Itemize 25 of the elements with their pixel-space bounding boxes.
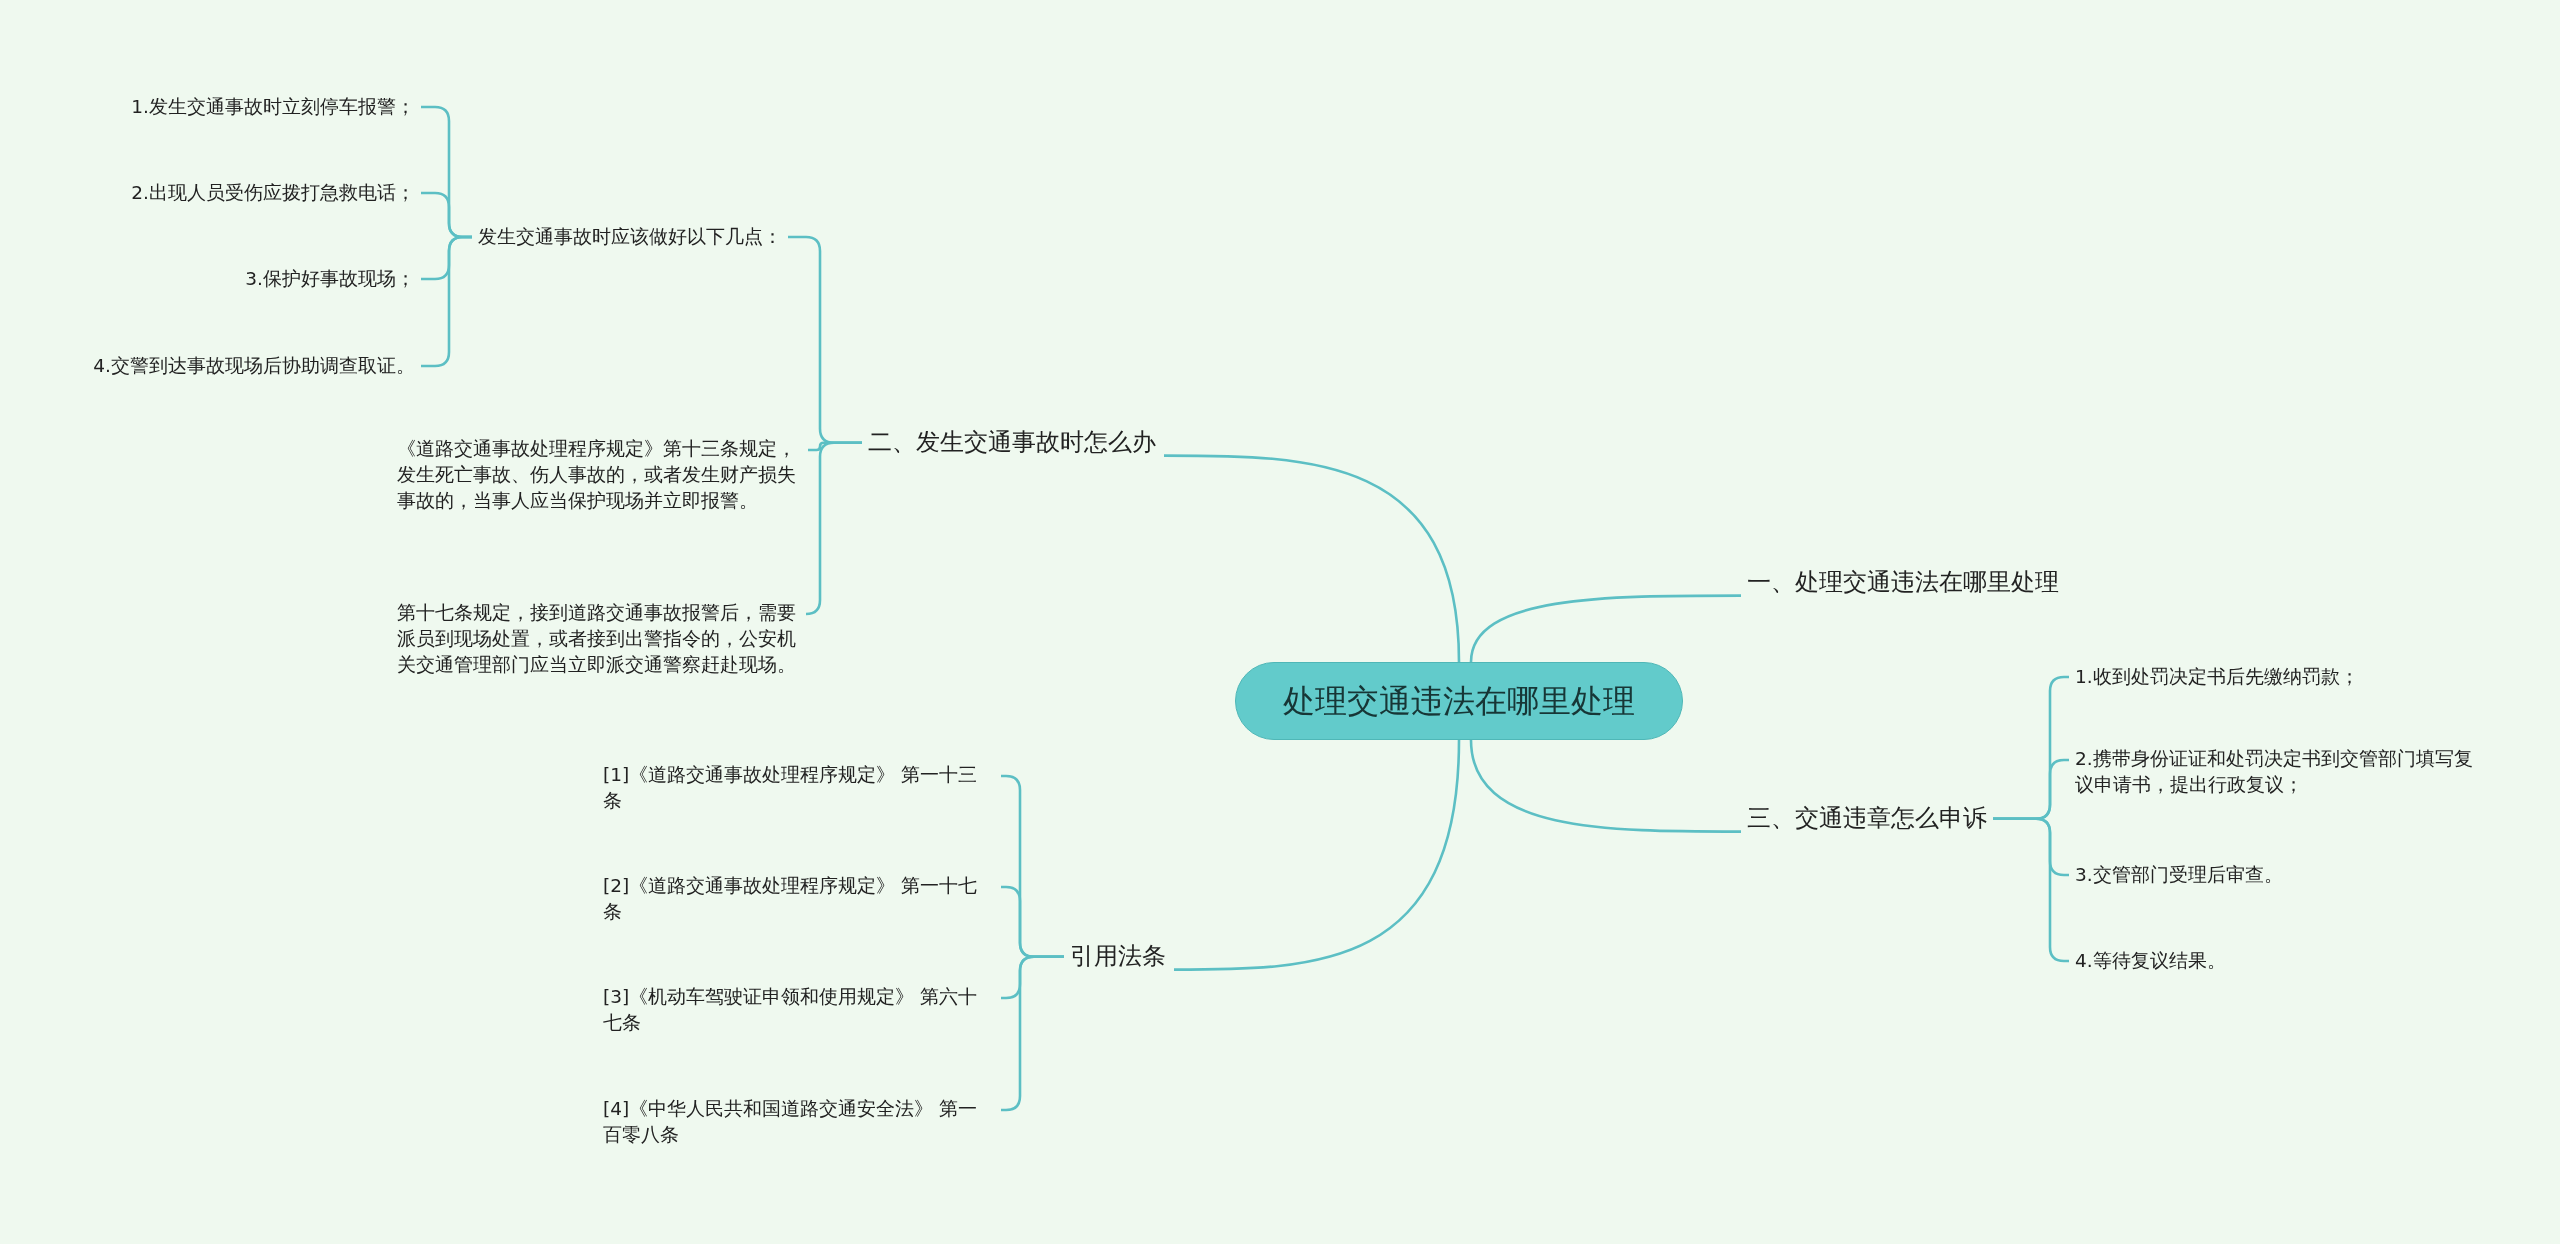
subtopic-text: 发生交通事故时应该做好以下几点： <box>478 224 782 250</box>
subtopic-text: 1.发生交通事故时立刻停车报警； <box>131 94 415 120</box>
branch-topic: 二、发生交通事故时怎么办 <box>868 426 1156 460</box>
subtopic-text: 1.收到处罚决定书后先缴纳罚款； <box>2075 664 2359 690</box>
subtopic-text: 4.等待复议结果。 <box>2075 948 2226 974</box>
subtopic-text: 3.交管部门受理后审查。 <box>2075 862 2283 888</box>
subtopic-text: 4.交警到达事故现场后协助调查取证。 <box>93 353 415 379</box>
connector-line <box>804 441 862 616</box>
subtopic-text: 3.保护好事故现场； <box>245 266 415 292</box>
connector-line <box>1469 594 1741 663</box>
subtopic-text: 2.携带身份证证和处罚决定书到交管部门填写复议申请书，提出行政复议； <box>2075 746 2480 798</box>
branch-topic: 一、处理交通违法在哪里处理 <box>1747 566 2059 600</box>
subtopic-text: 《道路交通事故处理程序规定》第十三条规定，发生死亡事故、伤人事故的，或者发生财产损失事故的，当事人应当保护现场并立即报警。 <box>397 436 802 514</box>
central-topic-pill: 处理交通违法在哪里处理 <box>1235 662 1683 740</box>
subtopic-text: 2.出现人员受伤应拨打急救电话； <box>131 180 415 206</box>
subtopic-text: [1]《道路交通事故处理程序规定》 第一十三条 <box>603 762 995 814</box>
subtopic-text: 第十七条规定，接到道路交通事故报警后，需要派员到现场处置，或者接到出警指令的，公安机关交通管理部门应当立即派交通警察赶赴现场。 <box>397 600 802 678</box>
connector-line <box>1469 739 1741 833</box>
subtopic-text: [2]《道路交通事故处理程序规定》 第一十七条 <box>603 873 995 925</box>
branch-topic: 三、交通违章怎么申诉 <box>1747 802 1987 836</box>
subtopic-text: [3]《机动车驾驶证申领和使用规定》 第六十七条 <box>603 984 995 1036</box>
branch-topic: 引用法条 <box>1070 940 1166 974</box>
connector-line <box>1164 454 1461 663</box>
connector-line <box>1174 739 1461 971</box>
subtopic-text: [4]《中华人民共和国道路交通安全法》 第一百零八条 <box>603 1096 995 1148</box>
